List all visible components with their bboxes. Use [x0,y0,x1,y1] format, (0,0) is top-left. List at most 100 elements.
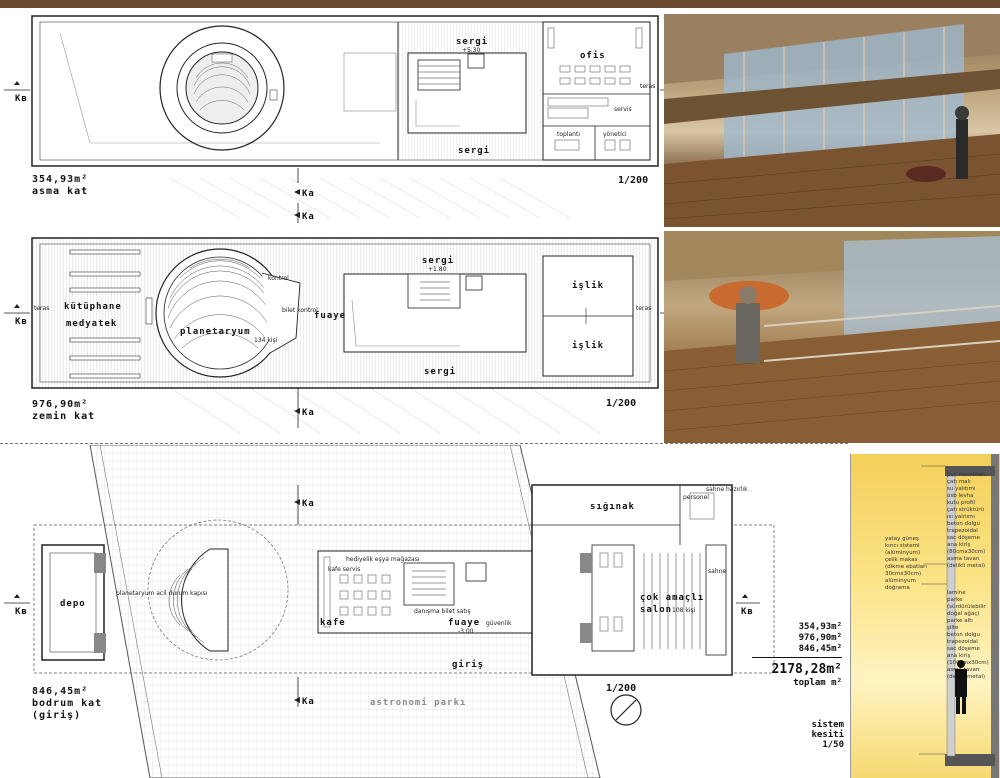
elev-sergi-asma: +5.30 [462,47,481,54]
layer-top-4: kutu profil [947,500,975,506]
room-salon: salon [640,605,672,615]
room-islik-2: işlik [572,340,604,351]
layer-left-0: yatay güneş [885,536,919,542]
human-figure [955,660,967,714]
layer-top-10: ana kiriş [947,542,970,548]
room-bilet-kontrol: bilet kontrol [282,307,318,314]
layer-top-8: trapezoidal [947,528,978,534]
room-giris: giriş [452,659,484,670]
plan-bodrum-kat: Kв Kв Kа Kа depo planetaryum acil durum … [0,445,848,778]
room-hediyelik: hediyelik eşya mağazası [346,556,420,563]
layer-top-1: çatı malı [947,479,971,485]
total-label: toplam m² [793,678,842,688]
layer-left-3: çelik makas [885,557,918,563]
elev-fuaye-bodrum: -3.00 [458,628,474,635]
layer-bottom-5: şilte [947,625,959,631]
floor-name: asma kat [32,186,89,197]
layer-bottom-1: parke [947,597,963,603]
room-sergi-asma-top: sergi [456,36,488,47]
room-servis: servis [614,106,632,113]
system-title-1: sistem [811,720,844,730]
top-bar [0,0,1000,8]
layer-top-7: beton dolgu [947,521,980,527]
layer-top-9: sac döşeme [947,535,980,541]
room-siginak: sığınak [590,502,635,512]
room-cok-amacli: çok amaçlı [640,593,704,603]
layer-bottom-8: sac döşeme [947,646,980,652]
layer-top-3: osb levha [947,493,974,499]
floor-name: bodrum kat [32,698,103,709]
section-marker-b-left-asma: Kв [15,94,28,104]
room-depo: depo [60,599,86,609]
section-divider [0,443,848,444]
area-zemin-kat: 976,90m² zemin kat [32,399,95,423]
system-layers-top: pvc membran çatı malı su yalıtımı osb le… [947,472,986,569]
room-sergi-asma-bottom: sergi [458,145,490,156]
room-teras-asma: teras [640,83,655,90]
room-guvenlik: güvenlik [486,620,512,627]
section-marker-a-asma: Kа [302,189,315,199]
area-asma-kat: 354,93m² asma kat [32,174,88,198]
section-marker-a-asma-2: Kа [302,212,315,222]
layer-top-11: (80cmx30cm) [947,549,985,555]
elev-sergi-zemin: +1.80 [428,266,447,273]
area-value: 354,93m² [32,174,89,185]
total-line-2: 976,90m² [798,633,842,643]
area-bodrum-kat: 846,45m² bodrum kat (giriş) [32,686,102,722]
room-fuaye-bodrum: fuaye [448,618,480,628]
room-kafe: kafe [320,618,346,628]
room-islik-1: işlik [572,280,604,291]
room-sahne-hazirlik: sahne hazırlık [706,486,748,493]
area-value: 976,90m² [32,399,89,410]
section-marker-b-left-zemin: Kв [15,317,28,327]
room-teras-zemin-left: teras [34,305,49,312]
scale-bodrum: 1/200 [606,683,637,694]
room-yonetici: yönetici [603,131,627,138]
layer-top-2: su yalıtımı [947,486,976,492]
system-layers-left: yatay güneş kırıcı sistemi (alüminyum) ç… [885,536,927,591]
room-toplanti: toplantı [557,131,580,138]
layer-bottom-7: trapezoidal [947,639,978,645]
render-image-lower [664,231,1000,443]
section-marker-a-zemin: Kа [302,408,315,418]
room-medyatek: medyatek [66,319,117,329]
system-section-title: sistem kesiti 1/50 [784,720,844,750]
layer-bottom-0: lamine [947,590,966,596]
section-marker-b-left-bodrum: Kв [15,607,28,617]
plan-zemin-kat: Kв Kа kütüphane medyatek planetaryum 134… [0,228,665,443]
section-marker-a-bodrum-2: Kа [302,697,315,707]
system-section-drawing: pvc membran çatı malı su yalıtımı osb le… [850,454,1000,778]
room-fuaye-zemin: fuaye [314,311,346,321]
room-sergi-zemin-top: sergi [422,255,454,266]
system-scale: 1/50 [822,740,844,750]
label-astronomi-parki: astronomi parkı [370,697,466,708]
room-planetaryum-acil: planetaryum acil durum kapısı [116,590,208,597]
room-teras-zemin-right: teras [636,305,651,312]
layer-bottom-4: parke altı [947,618,973,624]
area-totals: 354,93m² 976,90m² 846,45m² [752,622,842,658]
layer-top-5: çatı strüktürü [947,507,984,513]
layer-bottom-2: (sürdürülebilir [947,604,986,610]
layer-top-6: ısı yalıtımı [947,514,975,520]
room-ofis: ofis [580,50,606,61]
room-danisma: danışma bilet satış [414,608,471,615]
layer-left-5: 30cmx30cm) [885,571,921,577]
floor-name-2: (giriş) [32,710,82,721]
layer-bottom-6: beton dolgu [947,632,980,638]
layer-bottom-9: ana kiriş [947,653,970,659]
layer-left-6: alüminyum [885,578,916,584]
planetaryum-capacity: 134 kişi [254,337,278,344]
layer-left-1: kırıcı sistemi [885,543,920,549]
section-marker-b-right-bodrum: Kв [741,607,754,617]
floor-name: zemin kat [32,411,96,422]
render-image-upper [664,14,1000,227]
room-kontrol: kontrol [268,275,289,282]
layer-bottom-10: (100cmx30cm) [947,660,989,666]
room-sergi-zemin-bottom: sergi [424,366,456,377]
room-planetaryum: planetaryum [180,327,251,337]
layer-left-4: (dikme ebatları [885,564,927,570]
layer-top-13: (delikli metal) [947,563,985,569]
scale-zemin: 1/200 [606,398,637,409]
room-sahne: sahne [708,568,726,575]
total-line-3: 846,45m² [752,644,842,658]
